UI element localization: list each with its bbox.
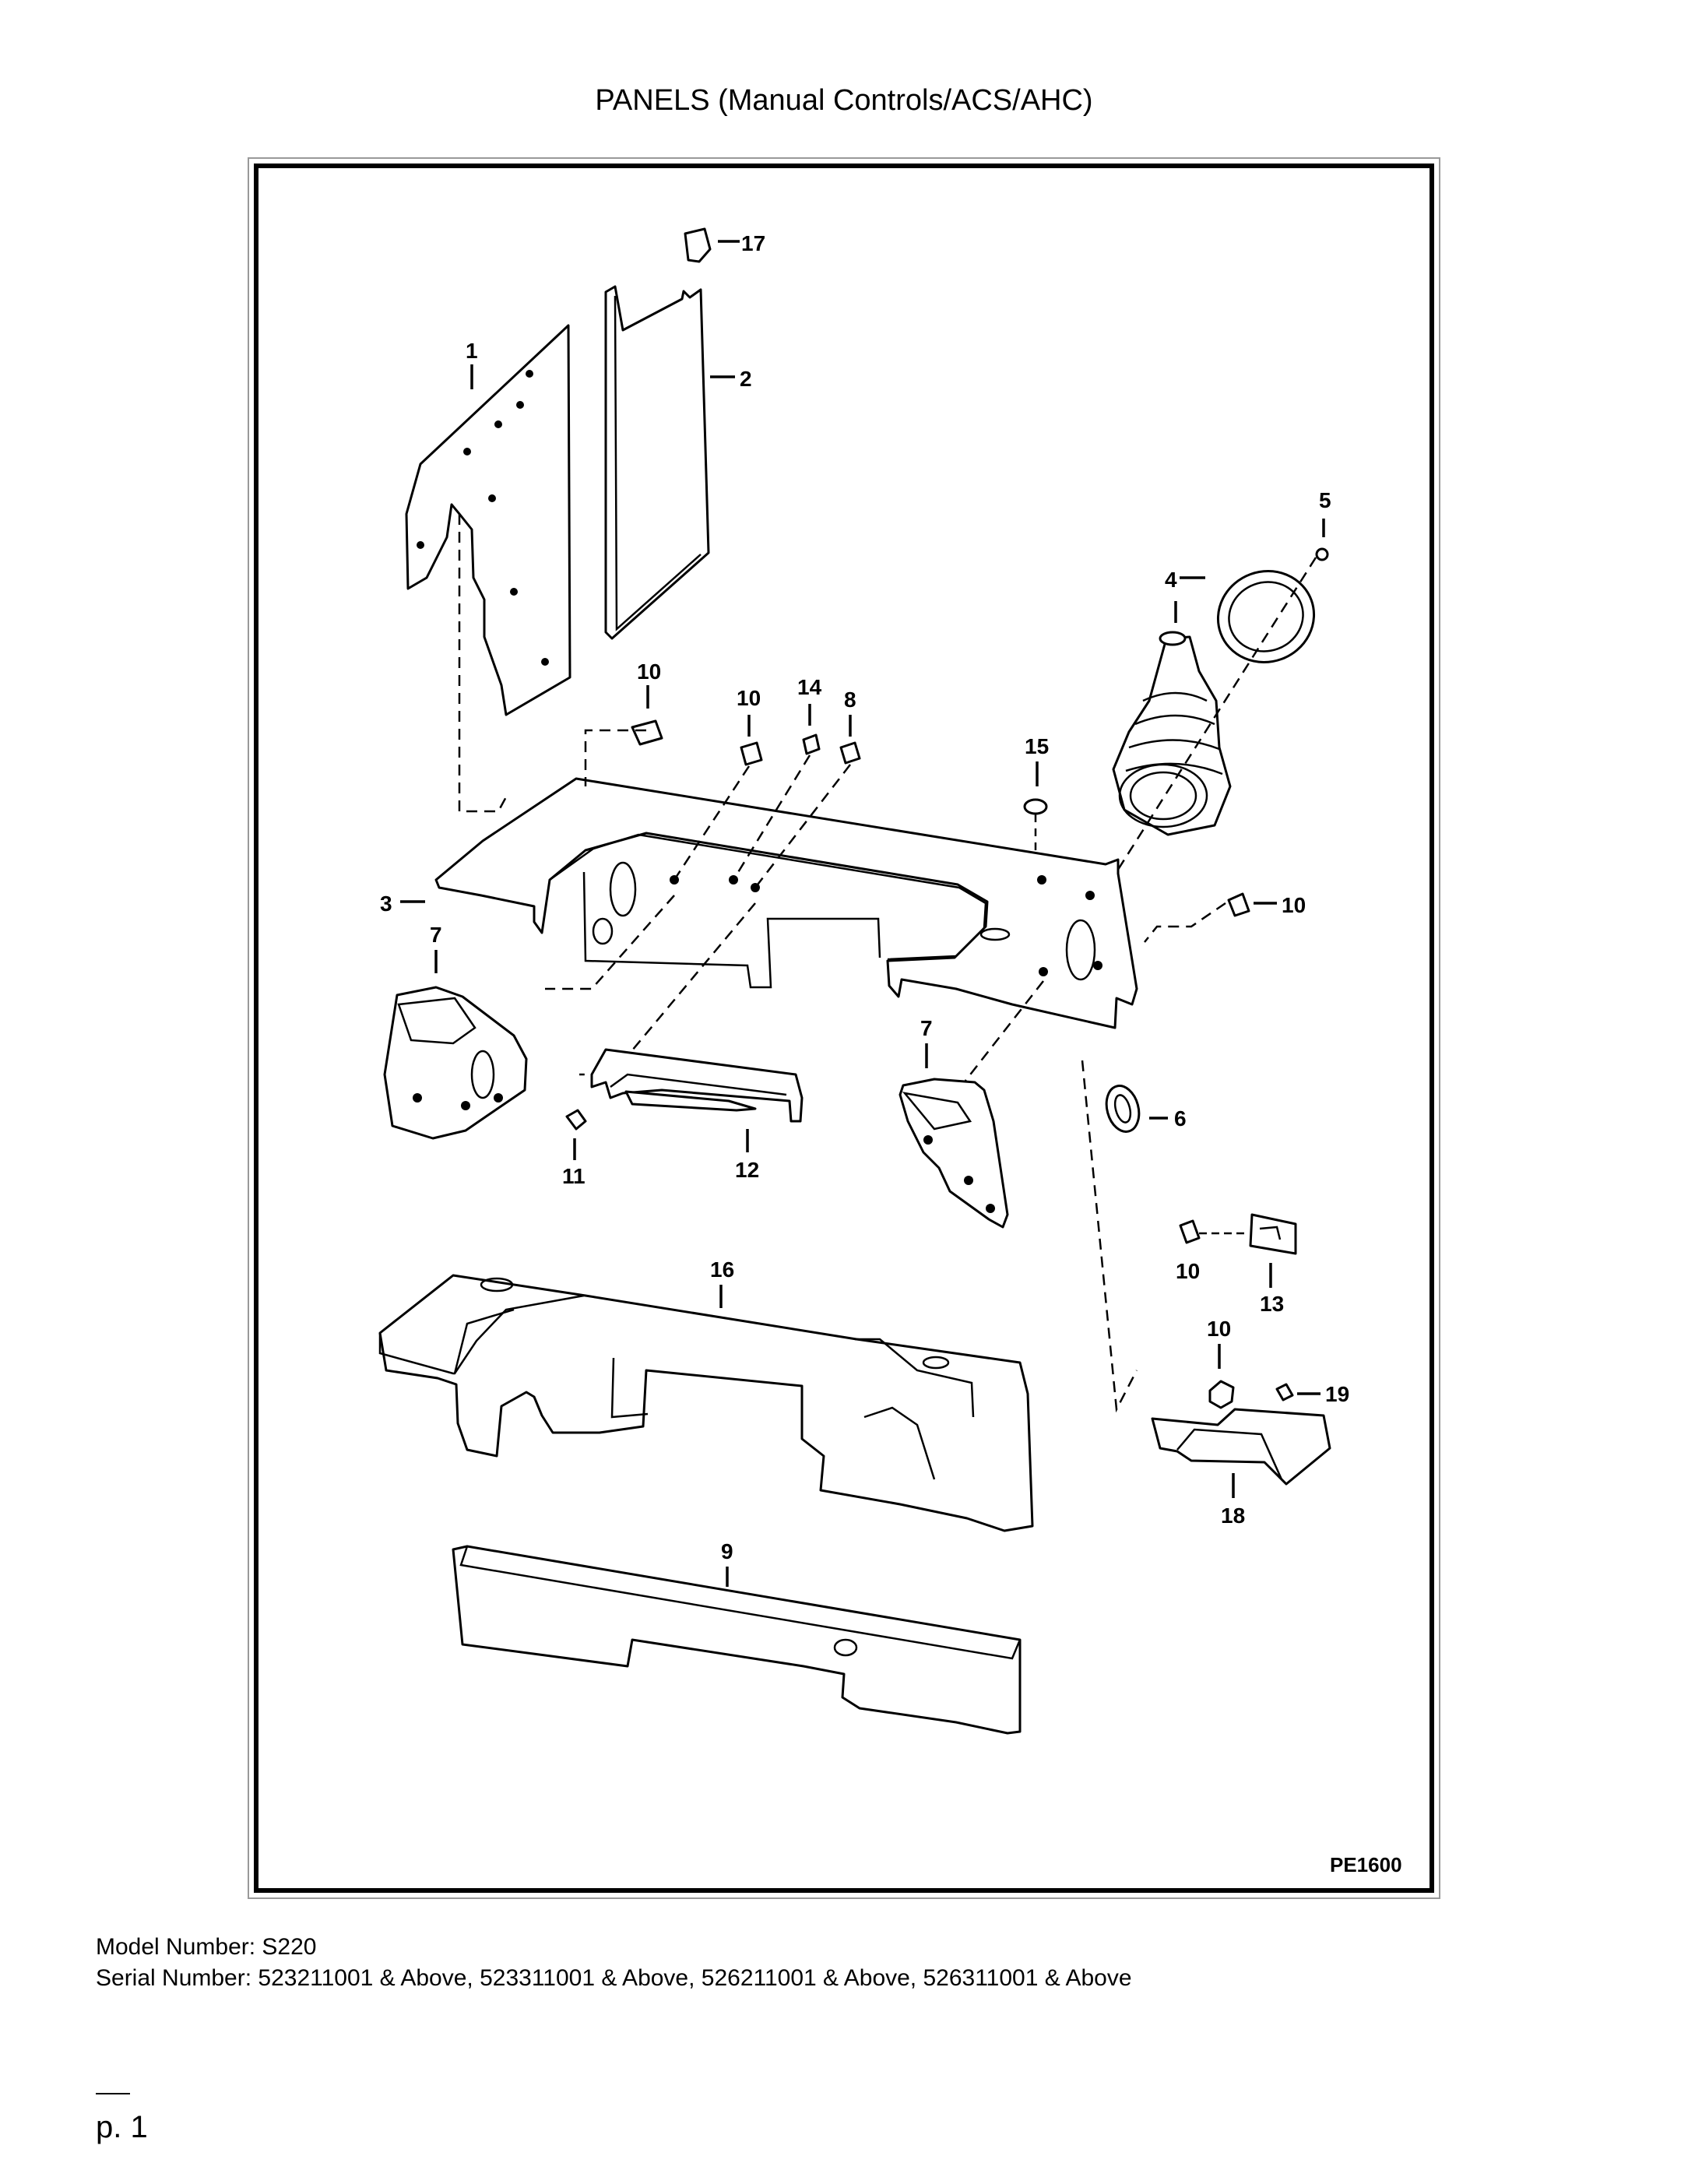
part-9-bar [452, 1545, 1022, 1735]
part-10-bolt-b [740, 715, 763, 766]
serial-number: Serial Number: 523211001 & Above, 523311… [96, 1965, 1132, 1991]
part-10-bolt-a [631, 685, 663, 746]
callout-17: 17 [741, 231, 765, 255]
callout-8: 8 [844, 688, 856, 712]
callout-3: 3 [380, 892, 392, 916]
dash-line-nut8 [754, 764, 851, 888]
page-number: p. 1 [96, 2110, 148, 2144]
part-7-bracket-left [383, 950, 528, 1140]
part-7-bracket-right [899, 1043, 1009, 1229]
callout-11: 11 [562, 1164, 586, 1188]
diagram-frame-outer [248, 157, 1440, 1899]
callout-18: 18 [1221, 1503, 1245, 1528]
callout-14: 14 [797, 675, 822, 699]
callout-13: 13 [1260, 1292, 1284, 1316]
dash-line-boot [1104, 557, 1317, 890]
page-divider [96, 2093, 130, 2094]
part-16-panel [378, 1274, 1034, 1532]
model-number: Model Number: S220 [96, 1934, 317, 1960]
part-12-bracket [590, 1048, 804, 1152]
page-title: PANELS (Manual Controls/ACS/AHC) [595, 84, 1093, 117]
part-4-gasket [1174, 570, 1316, 663]
dash-line-bolt10c [1144, 902, 1226, 943]
part-15-plug [1023, 761, 1048, 864]
dash-line-bolt14 [732, 754, 811, 881]
part-3-main-panel [400, 777, 1138, 1029]
callout-10-e: 10 [1207, 1317, 1231, 1341]
part-2-panel [604, 285, 735, 640]
callout-1: 1 [466, 339, 478, 363]
part-10-bolt-d [1179, 1219, 1246, 1244]
callout-16: 16 [710, 1257, 734, 1282]
part-6-grommet [1105, 1085, 1168, 1133]
part-14-bolt [802, 704, 821, 755]
part-8-nut [839, 715, 861, 765]
callout-2: 2 [740, 367, 752, 391]
callout-10-c: 10 [1282, 893, 1306, 917]
callout-12: 12 [735, 1158, 759, 1182]
control-boot [1112, 631, 1232, 836]
callout-15: 15 [1025, 734, 1049, 758]
part-18-plate [1151, 1408, 1331, 1498]
callout-6: 6 [1174, 1106, 1187, 1131]
callout-7-b: 7 [920, 1016, 933, 1040]
dash-line-bolt10a [584, 729, 646, 786]
part-13-clip [1249, 1213, 1297, 1288]
dash-line-bracket7b [965, 980, 1044, 1081]
callout-9: 9 [721, 1539, 733, 1563]
callout-7-a: 7 [430, 923, 442, 947]
part-10-nut-e [1208, 1344, 1235, 1409]
dash-line-bolt10b [673, 765, 751, 881]
callout-4: 4 [1165, 568, 1177, 592]
figure-code: PE1600 [1330, 1853, 1402, 1876]
dash-line-bracket7a [545, 895, 675, 990]
dash-line-plate18 [1081, 1060, 1138, 1413]
part-17-knob [684, 227, 740, 263]
callout-10-d: 10 [1176, 1259, 1200, 1283]
part-5-screw [1315, 519, 1329, 561]
callout-5: 5 [1319, 488, 1331, 512]
part-1-panel [405, 324, 571, 716]
dash-line-panel1 [458, 514, 509, 813]
part-19-screw [1275, 1383, 1321, 1401]
callout-10-b: 10 [737, 686, 761, 710]
callout-10-a: 10 [637, 659, 661, 684]
part-11-nut [565, 1109, 587, 1160]
callout-19: 19 [1325, 1382, 1349, 1406]
part-10-bolt-c [1227, 892, 1277, 917]
